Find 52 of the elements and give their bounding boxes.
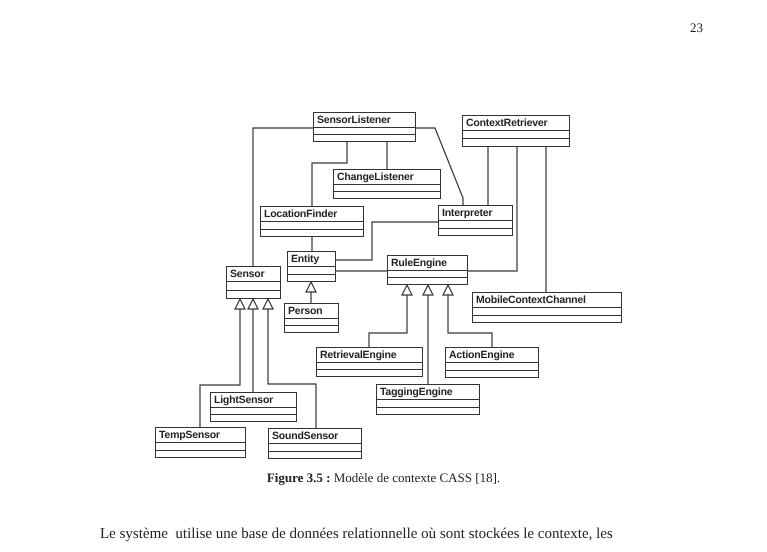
class-box: [260, 206, 364, 237]
inheritance-arrow: [199, 298, 246, 427]
class-box: [313, 112, 416, 142]
figure-caption: Figure 3.5 : Modèle de contexte CASS [18].: [266, 470, 502, 486]
class-box: [438, 205, 513, 236]
class-name: ContextRetriever: [465, 116, 548, 130]
class-box: [445, 347, 539, 378]
class-name: TaggingEngine: [379, 385, 454, 399]
class-name: TempSensor: [158, 428, 221, 442]
class-name: Sensor: [229, 267, 266, 281]
class-box: [462, 115, 570, 147]
class-box: [226, 266, 281, 299]
class-box: [333, 169, 441, 199]
class-box: [376, 384, 480, 415]
association-line: [386, 142, 388, 169]
class-box: [284, 303, 339, 333]
class-name: ActionEngine: [448, 348, 516, 362]
association-line: [311, 142, 348, 206]
association-line: [468, 147, 518, 272]
inheritance-arrow: [262, 298, 317, 428]
association-line: [545, 147, 547, 292]
body-text: Le système utilise une base de données relationnelle où sont stockées le contexte, les: [100, 526, 613, 543]
class-name: RetrievalEngine: [319, 348, 398, 362]
association-line: [336, 221, 438, 261]
association-line: [336, 270, 387, 272]
inheritance-arrow: [247, 298, 259, 392]
class-name: RuleEngine: [390, 256, 448, 270]
class-name: Entity: [290, 252, 320, 266]
class-box: [316, 347, 423, 377]
inheritance-arrow: [368, 284, 413, 347]
class-box: [472, 292, 622, 323]
class-box: [268, 428, 362, 459]
class-name: Person: [287, 304, 324, 318]
association-line: [416, 127, 464, 205]
class-name: ChangeListener: [336, 170, 415, 184]
class-box: [210, 392, 297, 422]
class-name: LightSensor: [213, 393, 274, 407]
association-line: [311, 237, 313, 251]
inheritance-arrow: [422, 284, 434, 384]
class-box: [155, 427, 246, 458]
class-box: [287, 251, 336, 282]
inheritance-arrow: [305, 281, 317, 303]
class-name: LocationFinder: [263, 207, 338, 221]
class-name: SensorListener: [316, 113, 392, 127]
association-line: [252, 127, 313, 266]
class-name: Interpreter: [441, 206, 494, 220]
association-line: [487, 147, 489, 205]
page-number: 23: [690, 20, 703, 36]
class-name: SoundSensor: [271, 429, 340, 443]
inheritance-arrow: [442, 284, 493, 347]
class-name: MobileContextChannel: [475, 293, 587, 307]
class-box: [387, 255, 468, 285]
